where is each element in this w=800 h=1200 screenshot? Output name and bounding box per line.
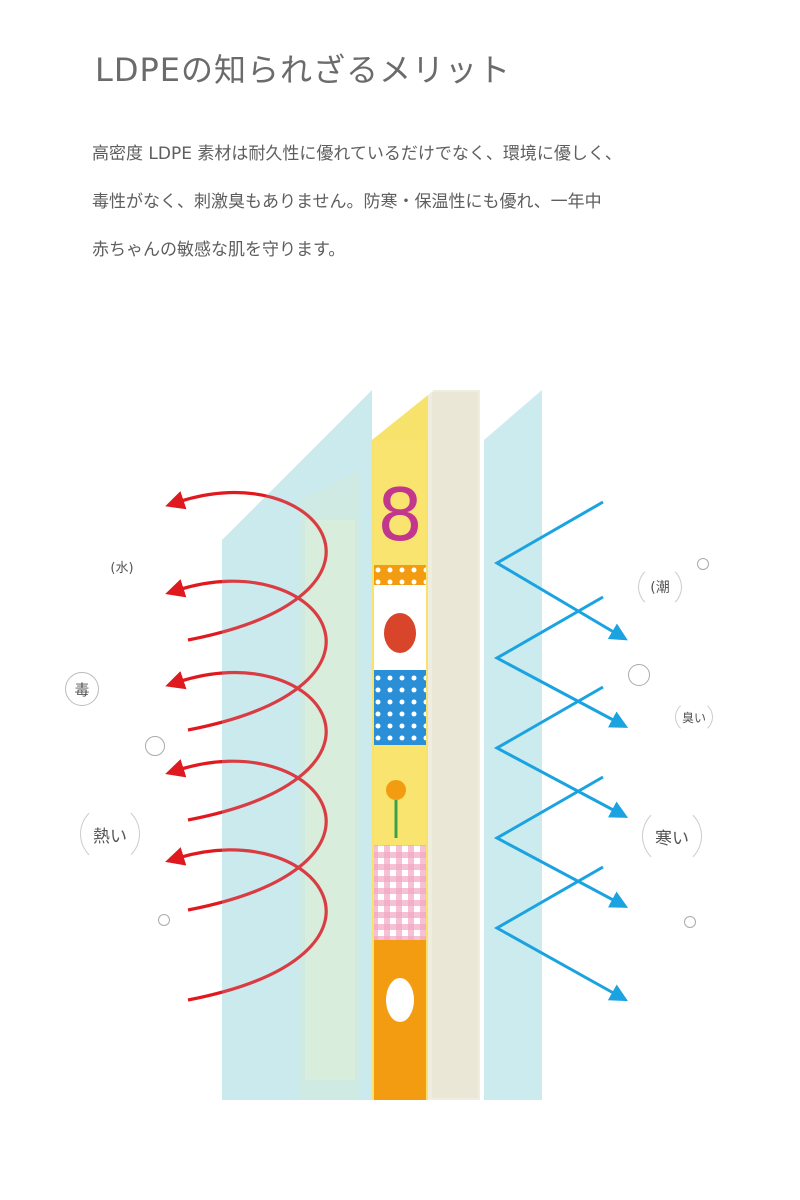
cold-arrows xyxy=(493,500,629,1002)
heat-label: 熱い xyxy=(80,804,140,864)
front-film-layer xyxy=(484,390,542,1100)
odor-label: 臭い xyxy=(675,700,713,734)
toxin-label: 毒 xyxy=(65,672,99,706)
back-film-layer xyxy=(222,390,372,1100)
description-line: 高密度 LDPE 素材は耐久性に優れているだけでなく、環境に優しく、 xyxy=(92,144,622,164)
bubble-dot xyxy=(628,664,650,686)
humidity-label: (潮 xyxy=(638,565,682,609)
bubble-dot xyxy=(145,736,165,756)
foam-layer xyxy=(428,390,480,1100)
printed-mat-layer: 8 xyxy=(372,395,428,1100)
bubble-dot xyxy=(158,914,170,926)
bubble-dot xyxy=(684,916,696,928)
film-overlay xyxy=(222,390,372,1100)
mat-number-tile: 8 xyxy=(377,473,423,557)
bubble-dot xyxy=(697,558,709,570)
page-title: LDPEの知られざるメリット xyxy=(95,51,511,90)
description: 高密度 LDPE 素材は耐久性に優れているだけでなく、環境に優しく、 毒性がなく… xyxy=(92,130,732,274)
cold-label: 寒い xyxy=(642,806,702,866)
description-line: 赤ちゃんの敏感な肌を守ります。 xyxy=(92,240,346,260)
description-line: 毒性がなく、刺激臭もありません。防寒・保温性にも優れ、一年中 xyxy=(92,192,602,212)
water-label: (水) xyxy=(110,560,134,576)
heat-arrows xyxy=(165,490,328,1002)
